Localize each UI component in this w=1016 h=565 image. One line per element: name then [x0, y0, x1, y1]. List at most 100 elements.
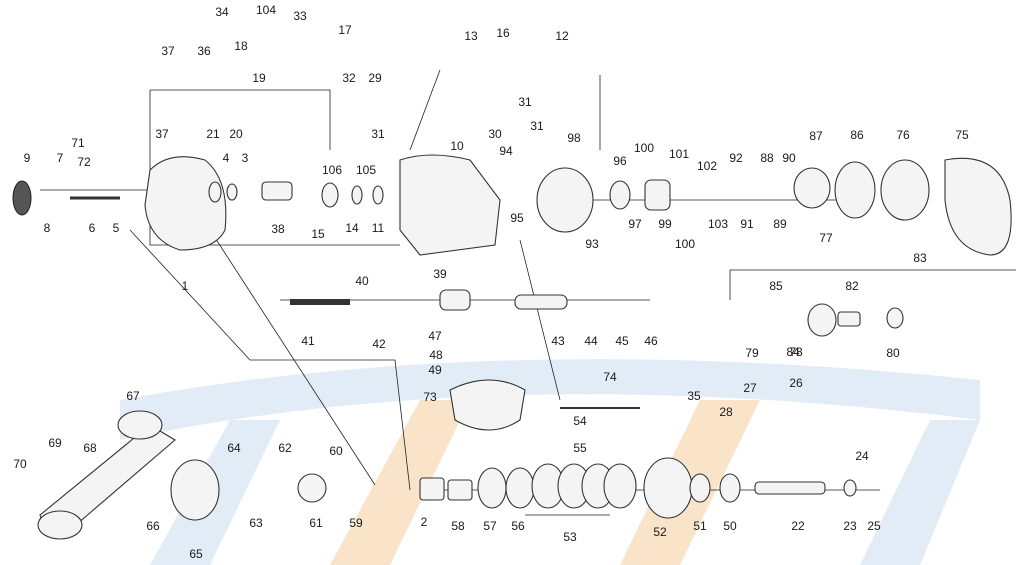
part-label-100: 100 — [634, 141, 654, 155]
part-label-68: 68 — [83, 441, 97, 455]
part-label-82: 82 — [845, 279, 859, 293]
part-label-74: 74 — [603, 370, 617, 384]
part-label-73: 73 — [423, 390, 437, 404]
part-label-98: 98 — [567, 131, 581, 145]
part-label-10: 10 — [450, 139, 464, 153]
part-label-87: 87 — [809, 129, 823, 143]
part-label-59: 59 — [349, 516, 363, 530]
part-label-27: 27 — [743, 381, 757, 395]
part-label-49: 49 — [428, 363, 442, 377]
part-label-100: 100 — [675, 237, 695, 251]
part-label-65: 65 — [189, 547, 203, 561]
part-label-54: 54 — [573, 414, 587, 428]
part-label-104: 104 — [256, 3, 276, 17]
part-label-97: 97 — [628, 217, 642, 231]
part-label-78: 78 — [789, 345, 803, 359]
part-label-21: 21 — [206, 127, 220, 141]
part-label-92: 92 — [729, 151, 743, 165]
part-label-26: 26 — [789, 376, 803, 390]
part-label-79: 79 — [745, 346, 759, 360]
part-label-31: 31 — [518, 95, 532, 109]
part-label-12: 12 — [555, 29, 569, 43]
part-label-86: 86 — [850, 128, 864, 142]
part-label-36: 36 — [197, 44, 211, 58]
part-label-95: 95 — [510, 211, 524, 225]
part-label-14: 14 — [345, 221, 359, 235]
part-label-30: 30 — [488, 127, 502, 141]
part-label-89: 89 — [773, 217, 787, 231]
part-label-20: 20 — [229, 127, 243, 141]
part-label-8: 8 — [44, 221, 51, 235]
part-label-91: 91 — [740, 217, 754, 231]
part-label-31: 31 — [530, 119, 544, 133]
part-label-93: 93 — [585, 237, 599, 251]
part-label-37: 37 — [161, 44, 175, 58]
part-label-34: 34 — [215, 5, 229, 19]
part-label-6: 6 — [89, 221, 96, 235]
part-label-47: 47 — [428, 329, 442, 343]
part-label-62: 62 — [278, 441, 292, 455]
part-label-15: 15 — [311, 227, 325, 241]
part-label-22: 22 — [791, 519, 805, 533]
part-label-46: 46 — [644, 334, 658, 348]
part-label-102: 102 — [697, 159, 717, 173]
part-label-50: 50 — [723, 519, 737, 533]
part-label-90: 90 — [782, 151, 796, 165]
part-label-96: 96 — [613, 154, 627, 168]
part-label-31: 31 — [371, 127, 385, 141]
part-label-51: 51 — [693, 519, 707, 533]
part-label-83: 83 — [913, 251, 927, 265]
part-label-60: 60 — [329, 444, 343, 458]
part-label-105: 105 — [356, 163, 376, 177]
part-label-70: 70 — [13, 457, 27, 471]
part-label-48: 48 — [429, 348, 443, 362]
part-label-29: 29 — [368, 71, 382, 85]
watermark — [120, 359, 980, 565]
part-label-61: 61 — [309, 516, 323, 530]
part-label-106: 106 — [322, 163, 342, 177]
part-label-5: 5 — [113, 221, 120, 235]
part-label-101: 101 — [669, 147, 689, 161]
part-label-71: 71 — [71, 136, 85, 150]
part-label-9: 9 — [24, 151, 31, 165]
part-label-18: 18 — [234, 39, 248, 53]
part-label-28: 28 — [719, 405, 733, 419]
part-label-77: 77 — [819, 231, 833, 245]
part-label-72: 72 — [77, 155, 91, 169]
part-label-40: 40 — [355, 274, 369, 288]
part-label-66: 66 — [146, 519, 160, 533]
part-label-11: 11 — [372, 221, 385, 235]
part-label-16: 16 — [496, 26, 510, 40]
part-label-44: 44 — [584, 334, 598, 348]
part-label-84: 84 — [786, 345, 800, 359]
part-label-37: 37 — [155, 127, 169, 141]
part-label-63: 63 — [249, 516, 263, 530]
part-label-75: 75 — [955, 128, 969, 142]
part-label-57: 57 — [483, 519, 497, 533]
part-label-39: 39 — [433, 267, 447, 281]
part-label-38: 38 — [271, 222, 285, 236]
part-label-85: 85 — [769, 279, 783, 293]
part-label-80: 80 — [886, 346, 900, 360]
part-label-32: 32 — [342, 71, 356, 85]
part-label-42: 42 — [372, 337, 386, 351]
part-label-99: 99 — [658, 217, 672, 231]
part-label-103: 103 — [708, 217, 728, 231]
part-label-76: 76 — [896, 128, 910, 142]
part-label-56: 56 — [511, 519, 525, 533]
part-label-94: 94 — [499, 144, 513, 158]
part-label-55: 55 — [573, 441, 587, 455]
part-label-19: 19 — [252, 71, 266, 85]
part-label-17: 17 — [338, 23, 352, 37]
part-label-13: 13 — [464, 29, 478, 43]
part-label-64: 64 — [227, 441, 241, 455]
part-label-35: 35 — [687, 389, 701, 403]
part-label-4: 4 — [223, 151, 230, 165]
part-label-67: 67 — [126, 389, 140, 403]
part-label-43: 43 — [551, 334, 565, 348]
part-label-2: 2 — [421, 515, 428, 529]
part-label-1: 1 — [182, 279, 189, 293]
